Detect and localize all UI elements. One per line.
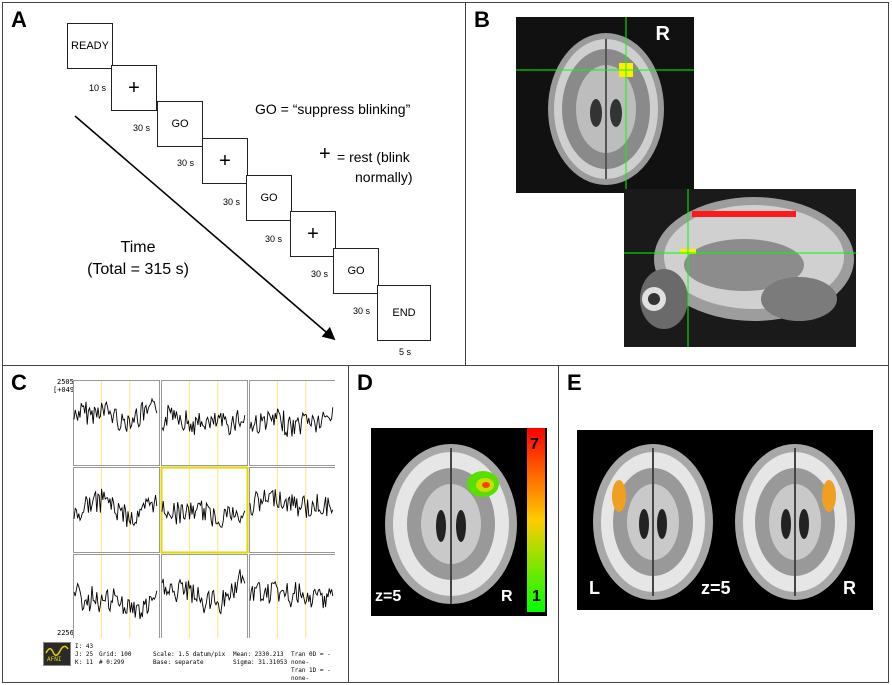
info-grid: Grid: 100 # 0:299 — [99, 651, 132, 666]
duration-go-3: 30 s — [353, 306, 371, 316]
info-scale: Scale: 1.5 datum/pix Base: separate — [153, 651, 226, 666]
time-label: Time — [120, 239, 156, 256]
timeseries-trace — [161, 500, 246, 528]
duration-end: 5 s — [399, 347, 412, 357]
afni-logo: AFNI — [43, 642, 71, 666]
right-label-d: R — [501, 588, 513, 605]
block-rest-2: + — [202, 138, 248, 184]
timeseries-cell — [161, 380, 248, 466]
info-voxel-index: I: 43 J: 25 K: 11 — [75, 643, 94, 666]
activation-axial-image: 7 1 z=5 R — [371, 428, 547, 616]
axial-anatomical-image: R — [516, 17, 694, 193]
duration-rest-2: 30 s — [223, 197, 241, 207]
panel-c-timeseries: C 2505 [+049] 2256 AFNI I: 43 J: 25 K: 1… — [2, 365, 349, 683]
timeseries-trace — [73, 397, 158, 432]
panel-d-activation-map: D 7 1 z=5 R — [348, 365, 559, 683]
panel-e-bilateral-map: E L — [558, 365, 889, 683]
sagittal-anatomical-image — [624, 189, 856, 347]
timeseries-cell — [73, 380, 160, 466]
timeseries-cell — [249, 380, 335, 466]
rest-legend-line1: = rest (blink — [337, 149, 410, 165]
colorbar-min-label: 1 — [532, 588, 541, 605]
block-rest-3: + — [290, 211, 336, 257]
block-end: END — [377, 285, 431, 341]
rest-legend-symbol: + — [319, 143, 331, 165]
timeseries-trace — [249, 580, 334, 609]
timeseries-trace — [161, 404, 246, 436]
timeseries-trace — [161, 569, 246, 615]
timeseries-trace — [249, 407, 334, 437]
time-caption: Time (Total = 315 s) — [63, 237, 213, 281]
rest-legend-line2: normally) — [355, 169, 413, 185]
left-label-e: L — [589, 578, 600, 598]
afni-logo-text: AFNI — [47, 656, 62, 663]
info-transform: Tran 0D = -none- Tran 1D = -none- — [291, 651, 331, 682]
block-go-1: GO — [157, 101, 203, 147]
timeseries-trace — [73, 582, 158, 620]
block-ready: READY — [67, 23, 113, 69]
duration-go-1: 30 s — [177, 158, 195, 168]
total-time-label: (Total = 315 s) — [87, 261, 189, 278]
timeseries-trace — [249, 489, 334, 518]
y-max-sub-label: [+049] — [53, 386, 79, 394]
go-legend: GO = “suppress blinking” — [255, 101, 411, 117]
y-max-label: 2505 — [57, 378, 74, 386]
timeseries-cell — [161, 554, 248, 638]
block-go-3: GO — [333, 248, 379, 294]
timeseries-trace — [73, 488, 158, 527]
bilateral-axial-images: L z=5 R — [577, 430, 873, 610]
slice-label-e: z=5 — [701, 578, 731, 598]
duration-rest-1: 30 s — [133, 123, 151, 133]
right-label-e: R — [843, 578, 856, 598]
info-mean-sigma: Mean: 2330.213 Sigma: 31.31053 — [233, 651, 288, 666]
timeseries-cell — [73, 467, 160, 553]
slice-label-d: z=5 — [375, 588, 402, 605]
panel-b-anatomy: B R — [465, 2, 889, 366]
time-arrow — [74, 115, 336, 341]
duration-go-2: 30 s — [265, 234, 283, 244]
panel-label-b: B — [474, 7, 490, 32]
block-rest-1: + — [111, 65, 157, 111]
y-min-label: 2256 — [57, 629, 74, 637]
block-go-2: GO — [246, 175, 292, 221]
timeseries-cell — [249, 467, 335, 553]
duration-rest-3: 30 s — [311, 269, 329, 279]
panel-label-c: C — [11, 370, 27, 395]
panel-label-d: D — [357, 370, 373, 395]
timeseries-grid — [73, 380, 335, 638]
panel-a-task-design: A READY 10 s + 30 s GO 30 s + 30 s GO 30… — [2, 2, 466, 366]
axial-right-label: R — [655, 23, 670, 45]
colorbar-max-label: 7 — [530, 436, 539, 453]
panel-label-a: A — [11, 7, 27, 32]
duration-ready: 10 s — [89, 83, 107, 93]
panel-label-e: E — [567, 370, 582, 395]
